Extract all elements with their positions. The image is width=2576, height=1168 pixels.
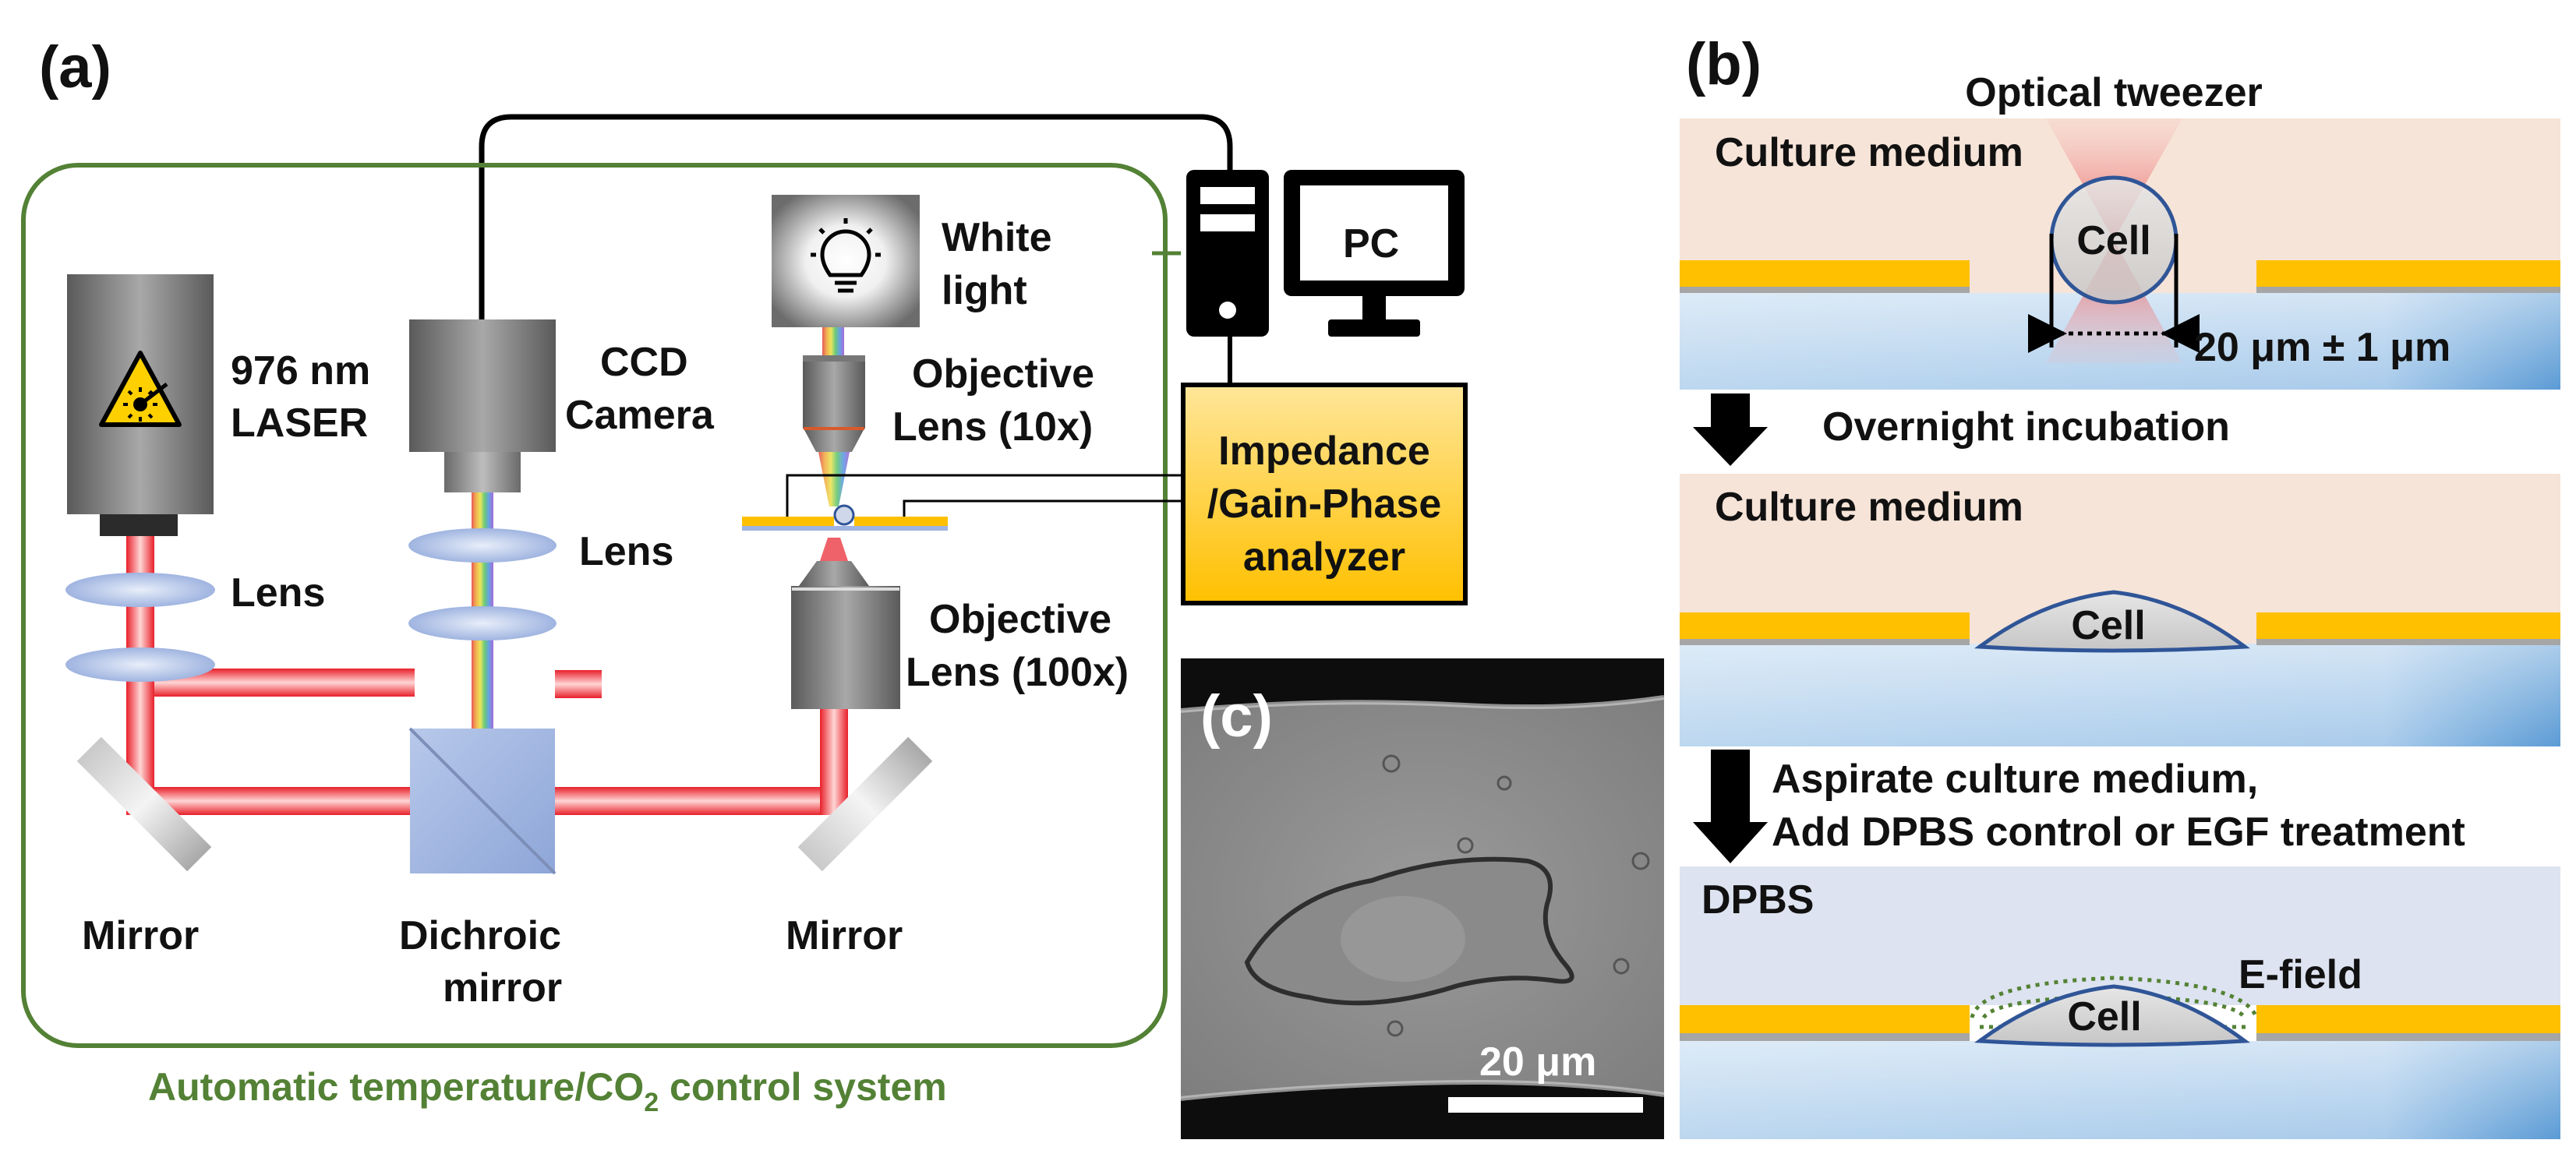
scalebar: [1448, 1097, 1643, 1113]
laser-aperture: [100, 514, 178, 536]
white-light-label-line1: White: [942, 215, 1052, 260]
ccd-label-line2: Camera: [565, 393, 715, 438]
ccd-camera-body: [409, 319, 556, 452]
sample-electrode-left: [742, 517, 834, 526]
pc-label: PC: [1343, 221, 1399, 266]
obj10-label-line1: Objective: [912, 351, 1094, 397]
step2-schematic: [1680, 474, 2560, 746]
objective-100x-tip: [799, 561, 869, 586]
mirror-right: [797, 736, 933, 872]
white-light-label-line2: light: [942, 268, 1027, 313]
dichroic-label-line2: mirror: [443, 965, 562, 1011]
monitor-icon: [1284, 170, 1465, 337]
white-light-beam-right: [822, 327, 844, 360]
objective-10x-ring: [803, 355, 865, 362]
obj10-label-line2: Lens (10x): [892, 404, 1093, 450]
white-light-beam-cone: [818, 452, 850, 506]
mirror-left-label: Mirror: [82, 913, 199, 958]
adhered-cell: [1974, 590, 2250, 653]
cell2-label: Cell: [2071, 603, 2145, 648]
sample-cell: [833, 504, 855, 526]
analyzer-label-line2: /Gain-Phase: [1207, 482, 1442, 527]
objective-100x-beam: [820, 538, 848, 561]
scalebar-label: 20 μm: [1479, 1039, 1596, 1085]
cell1-label: Cell: [2076, 218, 2150, 263]
medium1-label: Culture medium: [1715, 130, 2023, 175]
analyzer-label-line1: Impedance: [1218, 429, 1430, 474]
lens-mid-upper: [408, 528, 557, 563]
sample-electrode-right: [854, 517, 948, 526]
control-system-label: Automatic temperature/CO2 control system: [148, 1065, 947, 1117]
step-arrow-2: [1693, 750, 1768, 863]
control-system-frame: [21, 163, 1168, 1048]
panel-label-a: (a): [39, 34, 111, 101]
laser-label-line1: 976 nm: [231, 348, 370, 393]
step2-label-line2: Add DPBS control or EGF treatment: [1772, 810, 2465, 855]
dichroic-diagonal: [408, 727, 557, 875]
size-label: 20 μm ± 1 μm: [2194, 325, 2451, 370]
panel-label-c: (c): [1200, 683, 1273, 750]
sample-lead-right: [903, 499, 1189, 517]
efield-label: E-field: [2239, 952, 2362, 997]
treated-cell: [1974, 984, 2250, 1047]
white-light-source: [772, 195, 920, 327]
panel-label-b: (b): [1686, 31, 1762, 97]
camera-cable: [479, 114, 1233, 319]
micrograph-panel-c: [1180, 658, 1665, 1139]
lens-left-lower: [65, 648, 215, 682]
obj100-label-line2: Lens (100x): [906, 650, 1129, 695]
objective-10x-tip: [803, 427, 865, 452]
lens-mid-label: Lens: [579, 529, 673, 574]
step2-label-line1: Aspirate culture medium,: [1772, 757, 2258, 802]
lens-left-label: Lens: [231, 570, 325, 616]
objective-10x-body: [803, 358, 865, 429]
dichroic-label-line1: Dichroic: [399, 913, 561, 958]
impedance-analyzer: [1181, 383, 1468, 605]
sample-substrate: [742, 526, 948, 531]
computer-tower-icon: [1186, 170, 1269, 337]
lens-mid-lower: [408, 606, 557, 640]
light-bulb-icon: [811, 218, 881, 293]
ccd-label-line1: CCD: [600, 340, 688, 385]
ccd-camera-mount: [444, 452, 521, 492]
laser-label-line2: LASER: [231, 401, 368, 446]
step3-schematic: [1680, 866, 2560, 1139]
medium2-label: Culture medium: [1715, 485, 2023, 530]
mirror-right-label: Mirror: [786, 913, 903, 958]
mirror-left: [76, 736, 212, 872]
lens-left-upper: [65, 573, 215, 607]
tweezer-label: Optical tweezer: [1965, 70, 2262, 115]
sample-lead-left: [786, 474, 1189, 517]
obj100-label-line1: Objective: [929, 597, 1111, 642]
cell3-label: Cell: [2067, 994, 2141, 1039]
laser-warning-icon: [99, 351, 182, 427]
dpbs-label: DPBS: [1701, 877, 1814, 923]
analyzer-label-line3: analyzer: [1243, 535, 1405, 580]
step-arrow-1: [1693, 393, 1768, 466]
objective-100x-body: [791, 586, 900, 709]
step1-label: Overnight incubation: [1822, 404, 2230, 450]
